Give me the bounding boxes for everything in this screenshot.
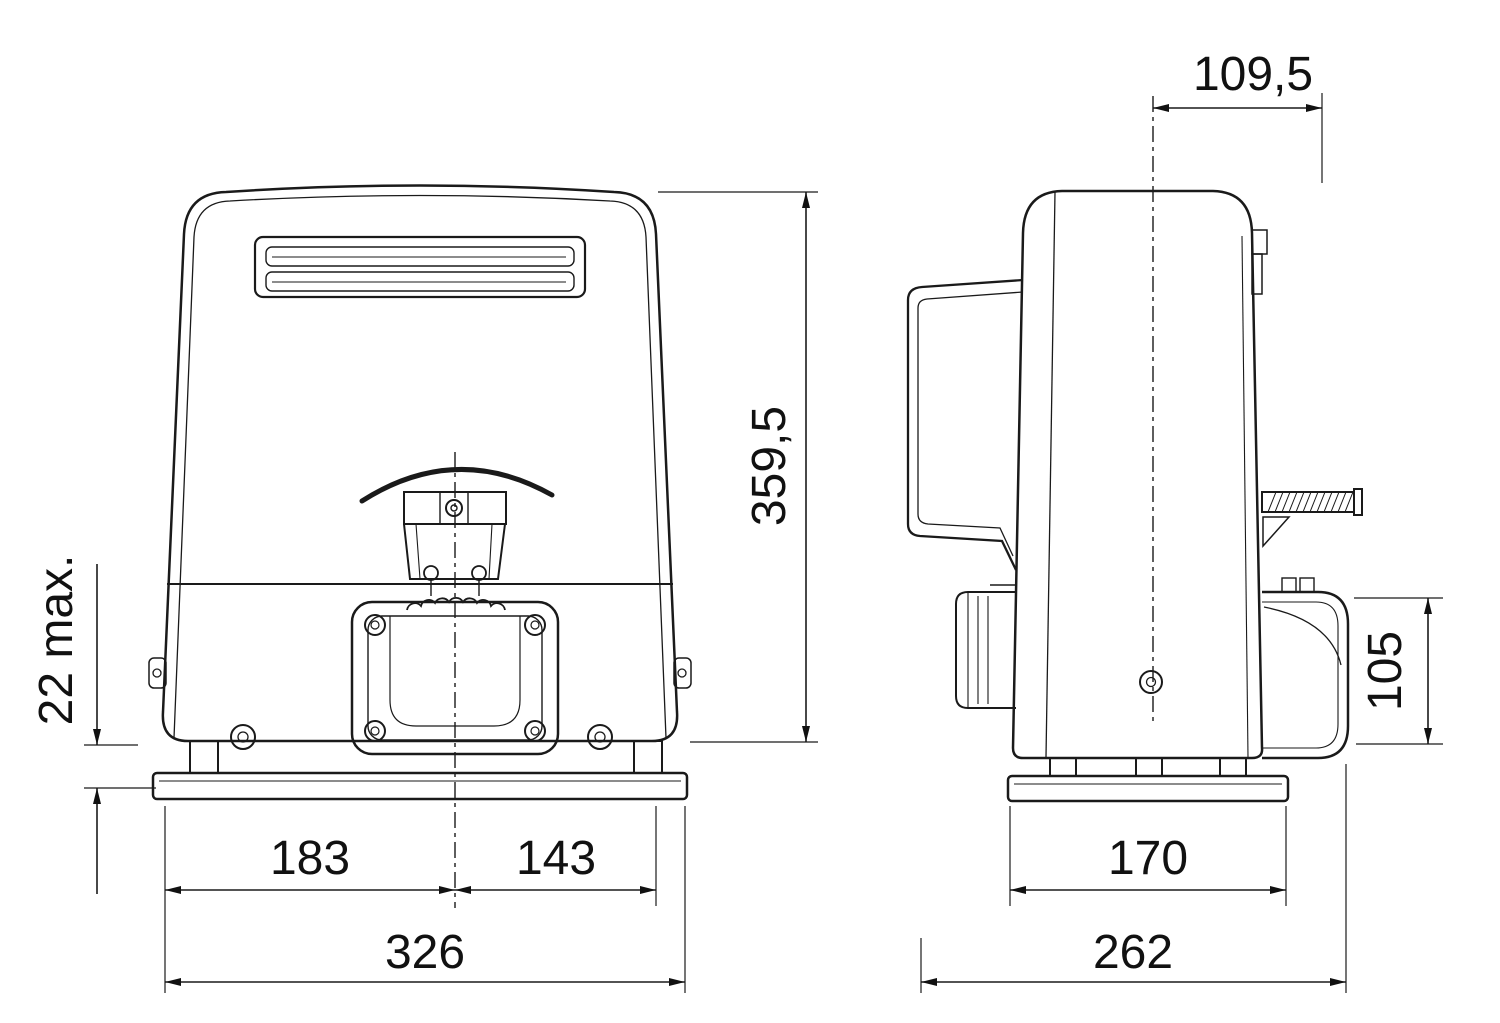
base-plate-side <box>1006 774 1290 803</box>
dimension-lines <box>84 93 1443 993</box>
corner-bolts <box>230 724 613 750</box>
side-foot-1 <box>1049 757 1077 777</box>
side-view <box>906 96 1363 803</box>
side-cover-seam-left <box>1045 191 1056 758</box>
foot-right <box>633 740 663 774</box>
drive-gear <box>406 596 506 611</box>
dim-label-width-right: 143 <box>516 832 596 885</box>
top-right-details <box>1251 229 1268 295</box>
dim-label-motor-height: 105 <box>1359 631 1412 711</box>
back-box <box>906 278 1024 571</box>
dim-label-clearance: 22 max. <box>30 555 83 726</box>
motor-capacitor <box>1262 577 1350 760</box>
side-foot-2 <box>1135 757 1163 777</box>
dimension-labels: 359,5 22 max. 183 143 326 109,5 170 262 … <box>30 48 1412 979</box>
base-plate-front <box>151 771 689 801</box>
dim-label-height: 359,5 <box>743 406 796 526</box>
connector-block <box>955 584 1016 709</box>
side-cover-seam-right <box>1241 235 1249 758</box>
dim-label-offset-top: 109,5 <box>1193 48 1313 101</box>
dim-label-width-left: 183 <box>270 832 350 885</box>
vent-grille <box>253 235 587 299</box>
cover-screw <box>1139 670 1163 694</box>
side-tabs <box>148 657 692 689</box>
measure-lines <box>93 104 1432 986</box>
dim-label-base-width: 170 <box>1108 832 1188 885</box>
worm-shaft <box>1261 488 1363 548</box>
cover-inner-line <box>173 194 667 739</box>
cover-outline <box>161 184 679 743</box>
side-foot-3 <box>1219 757 1247 777</box>
dim-label-width-total: 326 <box>385 926 465 979</box>
release-arc <box>359 466 555 504</box>
foot-left <box>189 740 219 774</box>
front-view <box>148 184 692 908</box>
dim-label-depth-total: 262 <box>1093 926 1173 979</box>
